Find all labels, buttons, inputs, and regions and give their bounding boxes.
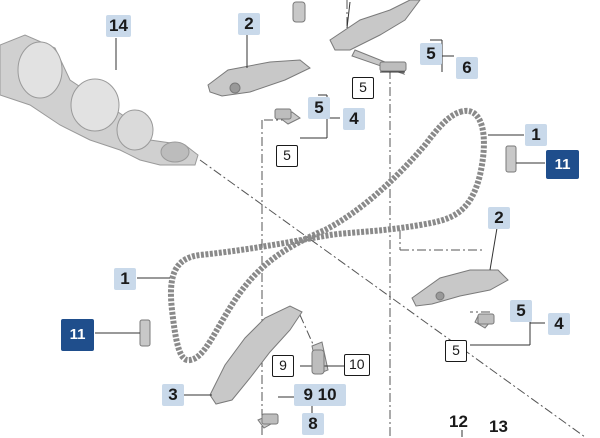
- label-bolt-mid: 4: [343, 108, 365, 130]
- fasteners: [261, 61, 495, 425]
- label-bolt-group-right: 5: [510, 300, 532, 322]
- label-part-13: 13: [489, 417, 508, 436]
- label-bolt-group-top: 5: [420, 43, 442, 65]
- chain-guide-pads: [139, 145, 517, 347]
- label-pin-a: 9: [272, 355, 294, 377]
- label-bolt-top: 6: [456, 57, 478, 79]
- label-bolt-group-mid: 5: [308, 97, 330, 119]
- label-pin-assembly: 8: [302, 413, 324, 435]
- label-washer-right: 5: [445, 340, 467, 362]
- label-tensioner-guide: 3: [162, 384, 184, 406]
- label-tensioner-rail-top: 2: [238, 13, 260, 35]
- crankshaft-part: [0, 34, 199, 166]
- label-washer-top: 5: [352, 77, 374, 99]
- label-pin-b: 10: [344, 354, 370, 376]
- label-chain-lower: 1: [114, 268, 136, 290]
- label-chain-upper: 1: [525, 124, 547, 146]
- label-crankshaft: 14: [106, 15, 131, 37]
- tensioner-guide: [209, 305, 329, 429]
- label-bolt-right: 4: [548, 313, 570, 335]
- label-washer-mid: 5: [276, 145, 298, 167]
- label-tensioner-rail-right: 2: [488, 207, 510, 229]
- tensioner-rail-top: [207, 59, 311, 125]
- label-chain-guide-pad-upper: 11: [546, 150, 579, 179]
- timing-chain: [168, 107, 487, 364]
- label-pin-group: 9 10: [294, 384, 346, 406]
- label-part-12: 12: [449, 412, 468, 431]
- label-chain-guide-pad-lower: 11: [61, 319, 94, 351]
